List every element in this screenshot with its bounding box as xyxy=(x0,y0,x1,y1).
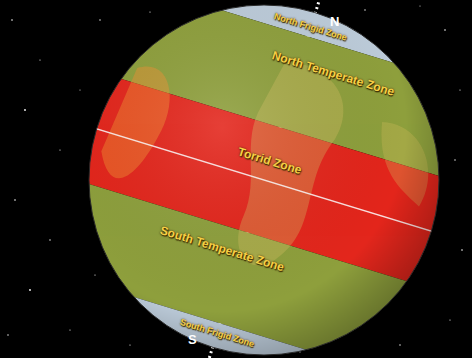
pole-label: S xyxy=(188,332,197,347)
pole-label: N xyxy=(330,14,339,29)
globe xyxy=(23,0,472,358)
